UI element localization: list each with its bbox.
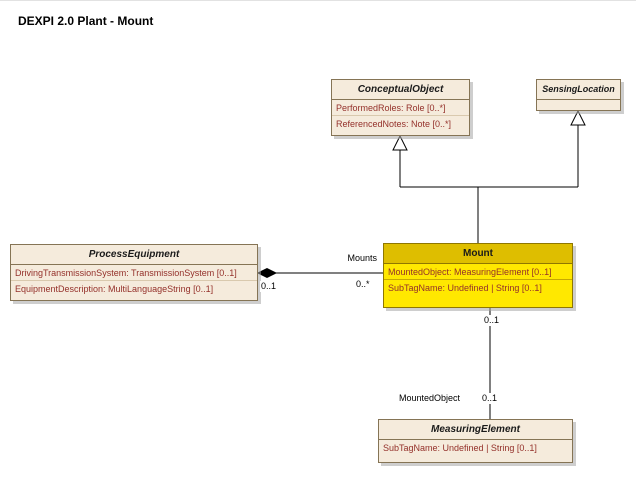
- class-name-processequipment: ProcessEquipment: [11, 245, 257, 265]
- class-name-mount: Mount: [384, 244, 572, 264]
- class-box-sensinglocation[interactable]: SensingLocation: [536, 79, 621, 111]
- class-box-measuringelement[interactable]: MeasuringElement SubTagName: Undefined |…: [378, 419, 573, 463]
- class-attribute: PerformedRoles: Role [0..*]: [332, 100, 469, 116]
- class-attribute: DrivingTransmissionSystem: TransmissionS…: [11, 265, 257, 281]
- diagram-title: DEXPI 2.0 Plant - Mount: [18, 14, 154, 28]
- multiplicity-label-processequipment-end: 0..1: [260, 281, 278, 292]
- generalization-arrow-icon-sensinglocation: [570, 109, 586, 126]
- class-box-conceptualobject[interactable]: ConceptualObject PerformedRoles: Role [0…: [331, 79, 470, 136]
- class-name-conceptualobject: ConceptualObject: [332, 80, 469, 100]
- class-attribute: SubTagName: Undefined | String [0..1]: [383, 443, 537, 453]
- class-box-processequipment[interactable]: ProcessEquipment DrivingTransmissionSyst…: [10, 244, 258, 301]
- generalization-arrow-icon-conceptualobject: [392, 134, 408, 151]
- class-attribute: SubTagName: Undefined | String [0..1]: [388, 283, 542, 293]
- composition-diamond-icon: [256, 267, 278, 279]
- class-name-measuringelement: MeasuringElement: [379, 420, 572, 440]
- association-role-label-mounts: Mounts: [336, 253, 378, 264]
- multiplicity-label-measuringelement-end: 0..1: [481, 393, 499, 404]
- class-attribute: ReferencedNotes: Note [0..*]: [336, 119, 452, 129]
- class-box-mount[interactable]: Mount MountedObject: MeasuringElement [0…: [383, 243, 573, 308]
- multiplicity-label-mount-source-end: 0..1: [483, 315, 501, 326]
- association-role-label-mountedobject: MountedObject: [398, 393, 462, 404]
- multiplicity-label-mount-end: 0..*: [355, 279, 371, 290]
- class-name-sensinglocation: SensingLocation: [537, 80, 620, 100]
- class-attribute: MountedObject: MeasuringElement [0..1]: [384, 264, 572, 280]
- class-attribute: EquipmentDescription: MultiLanguageStrin…: [15, 284, 214, 294]
